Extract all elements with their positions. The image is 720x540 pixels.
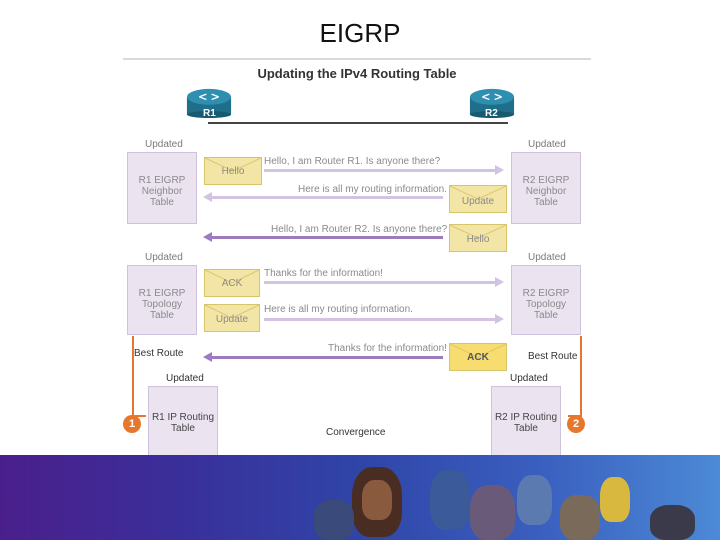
router-link	[208, 122, 508, 124]
r1-topology-table: R1 EIGRP Topology Table	[127, 265, 197, 335]
message-text: Hello, I am Router R1. Is anyone there?	[264, 156, 441, 167]
person-image	[650, 505, 695, 540]
routing-updated-left: Updated	[166, 373, 204, 384]
table-line: Table	[150, 310, 174, 321]
person-image	[314, 500, 354, 540]
envelope-icon: Hello	[449, 224, 507, 252]
message-text: Thanks for the information!	[264, 268, 383, 279]
router-icon	[186, 88, 232, 118]
table-line: Table	[171, 423, 195, 434]
person-image	[470, 485, 515, 540]
envelope-icon: ACK	[204, 269, 260, 297]
person-image	[517, 475, 552, 525]
table-line: Table	[150, 197, 174, 208]
best-route-path-right	[580, 336, 582, 416]
message-text: Thanks for the information!	[328, 343, 447, 354]
table-line: Table	[514, 423, 538, 434]
table-line: R1 EIGRP	[138, 288, 186, 299]
envelope-icon: Hello	[204, 157, 262, 185]
footer-banner	[0, 455, 720, 540]
figure-top-border	[123, 58, 591, 60]
packet-label: Update	[461, 196, 495, 207]
packet-label: Hello	[466, 234, 490, 245]
table-line: Table	[534, 197, 558, 208]
person-image	[600, 477, 630, 522]
person-image	[560, 495, 600, 540]
neighbor-updated-right: Updated	[528, 139, 566, 150]
table-line: R1 IP Routing	[151, 412, 215, 423]
table-line: R2 EIGRP	[522, 288, 570, 299]
best-route-right: Best Route	[528, 351, 578, 362]
router-icon	[469, 88, 515, 118]
person-image	[362, 480, 392, 520]
message-text: Hello, I am Router R2. Is anyone there?	[271, 224, 448, 235]
routing-updated-right: Updated	[510, 373, 548, 384]
figure-title: Updating the IPv4 Routing Table	[257, 66, 457, 81]
router-r2-label: R2	[485, 108, 498, 119]
message-arrow	[203, 352, 443, 362]
table-line: Table	[534, 310, 558, 321]
topology-updated-right: Updated	[528, 252, 566, 263]
table-line: Neighbor	[141, 186, 183, 197]
packet-label: Update	[215, 314, 249, 325]
table-line: Topology	[141, 299, 183, 310]
envelope-icon: Update	[204, 304, 260, 332]
neighbor-updated-left: Updated	[145, 139, 183, 150]
table-line: R2 IP Routing	[494, 412, 558, 423]
r2-neighbor-table: R2 EIGRP Neighbor Table	[511, 152, 581, 224]
r1-neighbor-table: R1 EIGRP Neighbor Table	[127, 152, 197, 224]
message-arrow	[264, 277, 504, 287]
best-route-path-left	[132, 336, 134, 416]
r1-ip-routing-table: R1 IP Routing Table	[148, 386, 218, 458]
r2-topology-table: R2 EIGRP Topology Table	[511, 265, 581, 335]
r2-ip-routing-table: R2 IP Routing Table	[491, 386, 561, 458]
topology-updated-left: Updated	[145, 252, 183, 263]
message-text: Here is all my routing information.	[264, 304, 413, 315]
step-badge-1: 1	[123, 415, 141, 433]
message-arrow	[203, 192, 443, 202]
packet-label: ACK	[221, 278, 243, 289]
message-arrow	[264, 314, 504, 324]
message-arrow	[203, 232, 443, 242]
table-line: R1 EIGRP	[138, 175, 186, 186]
router-r1-label: R1	[203, 108, 216, 119]
packet-label: ACK	[467, 352, 489, 363]
eigrp-diagram: Updating the IPv4 Routing Table R1 R2 Up…	[123, 58, 591, 468]
best-route-left: Best Route	[134, 348, 184, 359]
message-arrow	[264, 165, 504, 175]
packet-label: Hello	[221, 166, 245, 177]
table-line: Neighbor	[525, 186, 567, 197]
slide-title: EIGRP	[319, 18, 401, 48]
table-line: R2 EIGRP	[522, 175, 570, 186]
convergence-label: Convergence	[326, 427, 386, 438]
envelope-icon: Update	[449, 185, 507, 213]
best-route-path-left-h	[132, 415, 146, 417]
table-line: Topology	[525, 299, 567, 310]
person-image	[430, 470, 470, 530]
envelope-icon: ACK	[449, 343, 507, 371]
step-badge-2: 2	[567, 415, 585, 433]
message-text: Here is all my routing information.	[298, 184, 447, 195]
